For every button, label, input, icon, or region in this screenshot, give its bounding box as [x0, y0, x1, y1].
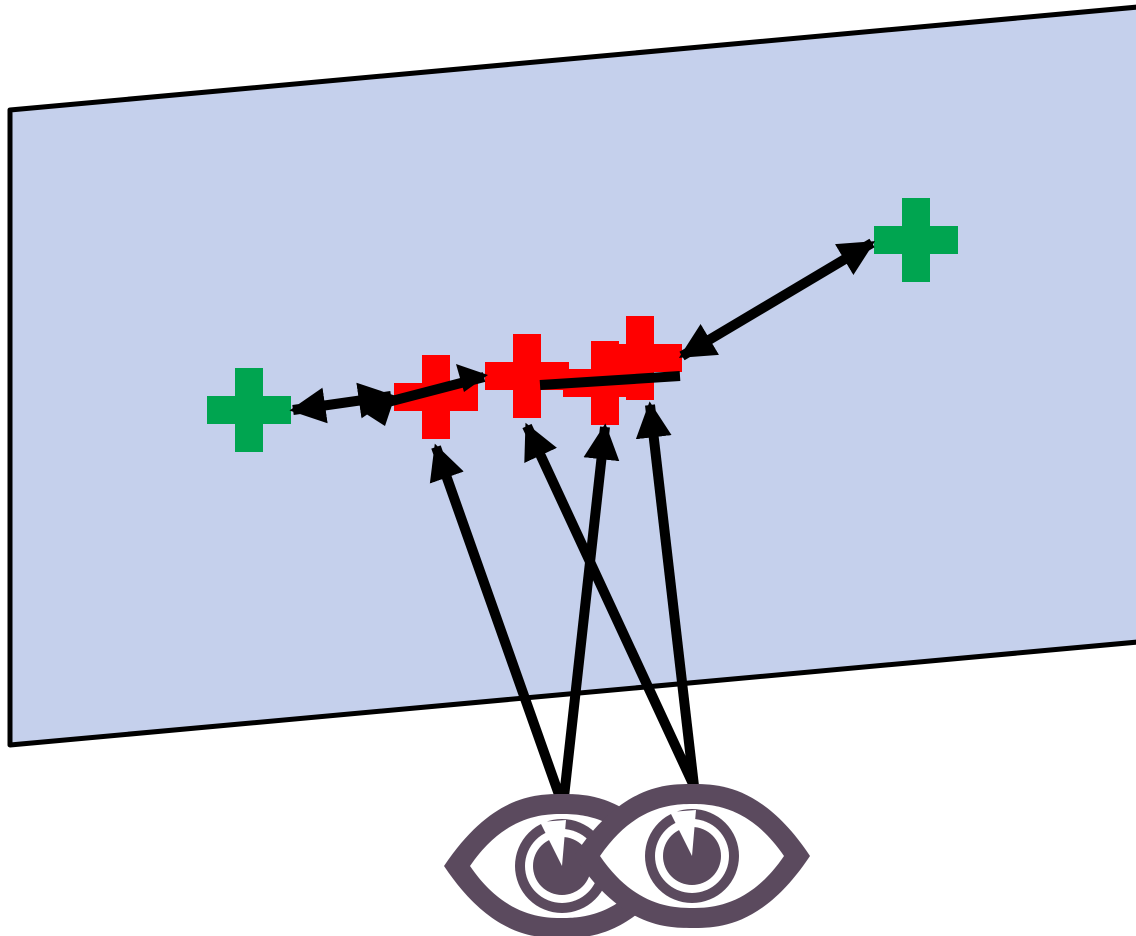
arrowhead-center-left — [360, 399, 394, 426]
eye-highlight — [670, 810, 696, 856]
double-arrow-center-right — [539, 371, 681, 390]
right-target-marker — [874, 198, 958, 282]
sight-line-right-eye-2 — [635, 401, 699, 787]
plus-icon-stem — [513, 334, 541, 418]
eye-highlight — [540, 820, 566, 866]
sight-line-right-eye-1 — [522, 422, 699, 789]
left-target-marker — [207, 368, 291, 452]
arrowhead-center — [456, 364, 488, 392]
double-arrow-right — [678, 238, 876, 361]
double-arrow-left — [289, 382, 395, 424]
sight-line-left-eye-2 — [558, 423, 620, 807]
sight-line-left-eye-1 — [429, 443, 568, 808]
sight-lines — [429, 401, 699, 808]
plus-icon-stem — [902, 198, 930, 282]
right-eye — [574, 784, 810, 928]
plus-icon-stem — [235, 368, 263, 452]
plus-icon-stem — [626, 316, 654, 400]
projection-marker-4 — [598, 316, 682, 400]
